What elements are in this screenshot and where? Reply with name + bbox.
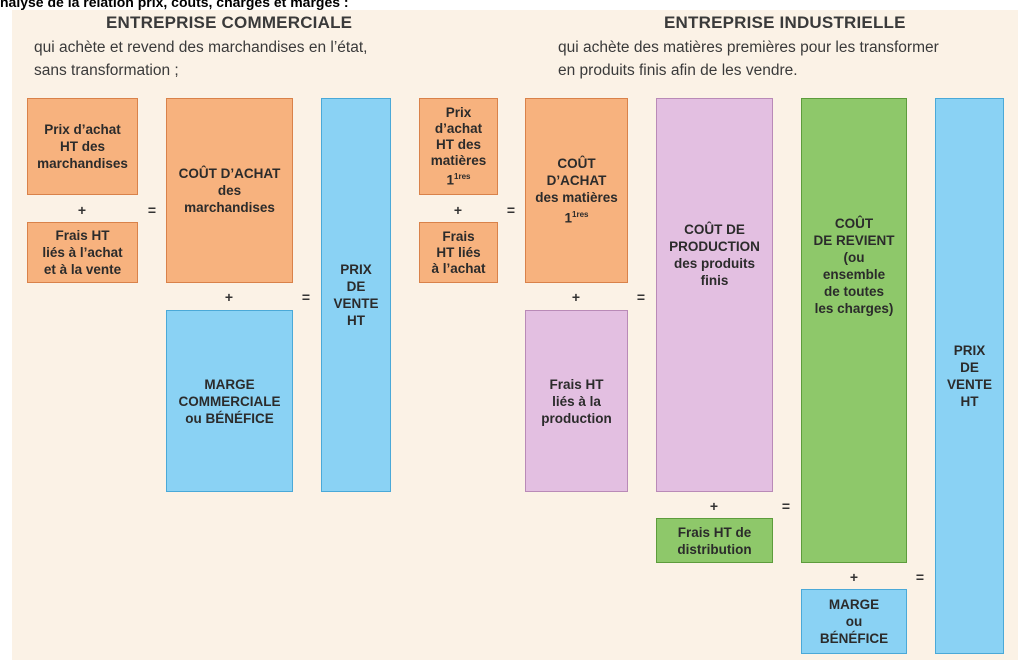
caption: nalyse de la relation prix, coûts, charg…: [0, 0, 349, 10]
industriel-prix-achat-label: Prix d’achat HT des matières: [430, 104, 487, 168]
plus-sign: +: [453, 202, 463, 218]
industriel-cout-revient-label: COÛT DE REVIENT (ou ensemble de toutes l…: [813, 215, 895, 316]
commercial-prix-vente-box: PRIX DE VENTE HT: [321, 98, 391, 492]
commercial-title: ENTREPRISE COMMERCIALE: [106, 13, 353, 32]
commercial-frais-box: Frais HT liés à l’achat et à la vente: [27, 222, 138, 283]
industriel-prix-vente-label: PRIX DE VENTE HT: [946, 343, 992, 409]
plus-sign: +: [77, 202, 87, 218]
commercial-prix-achat-label: Prix d’achat HT des marchandises: [37, 122, 128, 171]
industriel-prix-vente-box: PRIX DE VENTE HT: [935, 98, 1004, 654]
equals-sign: =: [915, 569, 925, 585]
commercial-cout-achat-box: COÛT D’ACHAT des marchandises: [166, 98, 293, 283]
industriel-cout-achat-sup: 1res: [572, 209, 589, 219]
industriel-frais-production-label: Frais HT liés à la production: [541, 376, 612, 426]
industriel-desc-line2: en produits finis afin de les vendre.: [558, 62, 798, 79]
equals-sign: =: [301, 289, 311, 305]
plus-sign: +: [709, 498, 719, 514]
industriel-frais-achat-box: Frais HT liés à l’achat: [419, 222, 498, 283]
equals-sign: =: [506, 202, 516, 218]
industriel-marge-box: MARGE ou BÉNÉFICE: [801, 589, 907, 654]
industriel-frais-achat-label: Frais HT liés à l’achat: [431, 228, 486, 276]
equals-sign: =: [636, 289, 646, 305]
plus-sign: +: [224, 289, 234, 305]
industriel-prix-achat-sup: 1res: [454, 171, 471, 181]
industriel-frais-distribution-box: Frais HT de distribution: [656, 518, 773, 563]
commercial-prix-achat-box: Prix d’achat HT des marchandises: [27, 98, 138, 195]
industriel-frais-distribution-label: Frais HT de distribution: [677, 524, 752, 557]
industriel-marge-label: MARGE ou BÉNÉFICE: [819, 597, 889, 646]
industriel-title: ENTREPRISE INDUSTRIELLE: [664, 13, 906, 32]
industriel-frais-production-box: Frais HT liés à la production: [525, 310, 628, 492]
equals-sign: =: [781, 498, 791, 514]
commercial-marge-label: MARGE COMMERCIALE ou BÉNÉFICE: [178, 376, 281, 426]
industriel-cout-production-box: COÛT DE PRODUCTION des produits finis: [656, 98, 773, 492]
commercial-prix-vente-label: PRIX DE VENTE HT: [333, 262, 379, 328]
plus-sign: +: [571, 289, 581, 305]
industriel-desc-line1: qui achète des matières premières pour l…: [558, 39, 939, 56]
commercial-desc-line1: qui achète et revend des marchandises en…: [34, 39, 368, 56]
industriel-cout-revient-box: COÛT DE REVIENT (ou ensemble de toutes l…: [801, 98, 907, 563]
commercial-desc-line2: sans transformation ;: [34, 62, 179, 79]
plus-sign: +: [849, 569, 859, 585]
industriel-cout-achat-label: COÛT D’ACHAT des matières: [535, 155, 618, 205]
equals-sign: =: [147, 202, 157, 218]
commercial-cout-achat-label: COÛT D’ACHAT des marchandises: [178, 166, 281, 215]
commercial-frais-label: Frais HT liés à l’achat et à la vente: [42, 228, 123, 277]
industriel-cout-production-label: COÛT DE PRODUCTION des produits finis: [669, 222, 760, 288]
commercial-marge-box: MARGE COMMERCIALE ou BÉNÉFICE: [166, 310, 293, 492]
